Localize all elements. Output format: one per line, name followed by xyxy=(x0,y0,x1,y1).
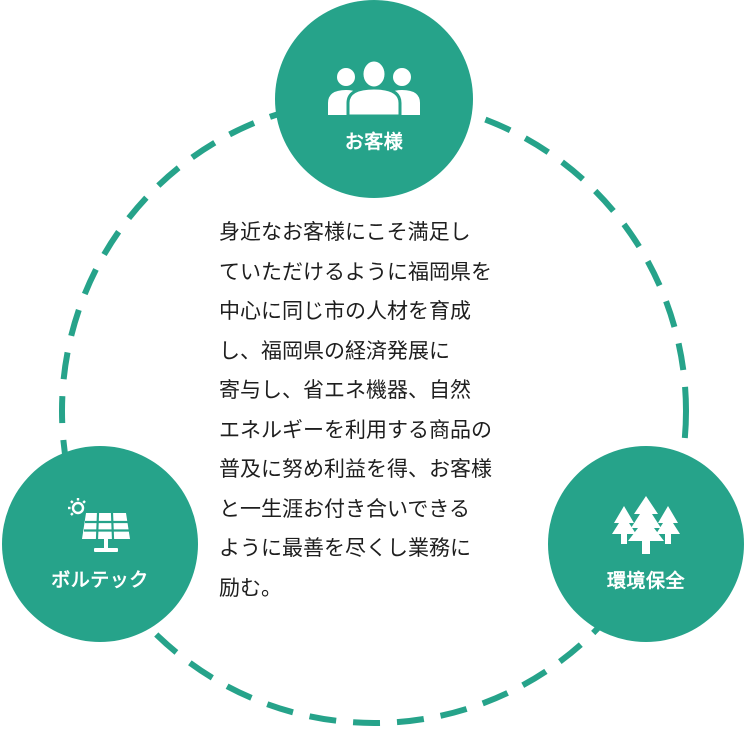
node-voltec: ボルテック xyxy=(2,446,198,642)
statement-line: 身近なお客様にこそ満足し xyxy=(219,220,471,244)
node-environment: 環境保全 xyxy=(548,446,744,642)
statement-line: 中心に同じ市の人材を育成 xyxy=(219,299,471,323)
statement-line: 普及に努め利益を得、お客様 xyxy=(219,457,492,481)
statement-line: ていただけるように福岡県を xyxy=(219,259,492,284)
statement-line: と一生涯お付き合いできる xyxy=(219,496,470,521)
node-customers: お客様 xyxy=(275,0,473,198)
statement-line: エネルギーを利用する商品の xyxy=(219,417,492,442)
node-voltec-label: ボルテック xyxy=(51,568,149,591)
statement-line: 寄与し、省エネ機器、自然 xyxy=(219,378,471,402)
statement-line: し、福岡県の経済発展に xyxy=(219,338,450,363)
node-environment-label: 環境保全 xyxy=(606,569,685,592)
trees-icon xyxy=(612,495,680,554)
people-group-icon xyxy=(328,58,420,115)
mission-statement: 身近なお客様にこそ満足し ていただけるように福岡県を 中心に同じ市の人材を育成 … xyxy=(219,213,549,608)
solar-panel-icon xyxy=(68,497,130,552)
statement-line: ように最善を尽くし業務に xyxy=(219,536,471,560)
statement-line: 励む。 xyxy=(219,575,282,600)
node-customers-label: お客様 xyxy=(344,130,404,153)
